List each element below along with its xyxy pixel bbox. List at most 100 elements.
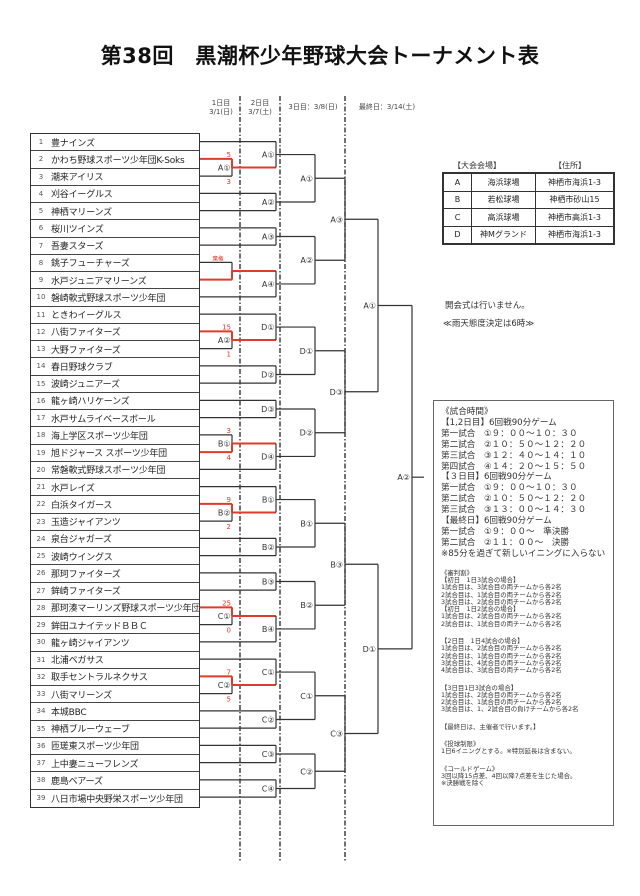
team-name: かわち野球スポーツ少年団K-Soks	[51, 155, 185, 166]
schedule-line: 第二試合 ②１１：００～ 決勝	[441, 537, 570, 548]
team-number: 32	[36, 672, 46, 681]
team-name: 水戸サムライベースボール	[51, 414, 156, 425]
team-number: 20	[36, 465, 46, 474]
day3-match-label: D③	[330, 388, 343, 397]
team-name: 白浜タイガース	[51, 500, 113, 511]
rule-line: 3試合目は、1、2試合目の負けチームから各2名	[441, 705, 579, 714]
day3-header: 3日目：3/8(日)	[288, 103, 338, 111]
day2-match-label: B②	[262, 543, 275, 552]
day3-match-label: B①	[300, 519, 313, 528]
rule-line: ※決勝戦を除く	[441, 779, 485, 788]
team-name: 刈谷イーグルス	[51, 190, 113, 201]
rule-line: 《審判割》	[441, 568, 473, 577]
day1-match-label: C①	[218, 612, 231, 621]
day1-header: 1日目 3/1(日)	[202, 99, 240, 117]
team-name: 神栖マリーンズ	[51, 207, 112, 218]
day3-match-label: A③	[330, 215, 343, 224]
schedule-line: 《試合時間》	[441, 407, 493, 417]
team-name: 大野ファイターズ	[51, 345, 121, 356]
day2-match-label: D③	[261, 405, 274, 414]
team-name: 鹿島ベアーズ	[51, 776, 103, 787]
team-number: 33	[36, 690, 46, 699]
day3-match-label: D①	[300, 347, 313, 356]
team-name: 波崎ジュニアーズ	[51, 380, 120, 391]
day3-match-label: A②	[300, 256, 313, 265]
schedule-line: 第一試合 ①９：００～１０：３０	[441, 483, 578, 494]
venue-header: 【大会会場】	[453, 161, 501, 170]
score: 4	[227, 454, 232, 462]
opening-ceremony-note: 開会式は行いません。	[445, 301, 530, 311]
day3-match-label: C②	[300, 767, 313, 776]
semifinal-label: D①	[363, 645, 376, 654]
semifinal-label: A①	[363, 302, 376, 311]
team-number: 7	[38, 241, 44, 250]
team-number: 39	[36, 794, 46, 803]
rule-block: 《コールドゲーム》3回以降15点差、4回以降7点差を生じた場合。※決勝戦を除く	[441, 765, 613, 788]
team-number: 16	[36, 396, 46, 405]
team-number: 2	[38, 155, 44, 164]
team-row: 2 かわち野球スポーツ少年団K-Soks	[31, 151, 199, 169]
page-title: 第38回 黒潮杯少年野球大会トーナメント表	[100, 44, 540, 68]
team-number: 14	[36, 362, 46, 371]
team-name: 匝瑳東スポーツ少年団	[51, 742, 139, 753]
address-header: 【住所】	[554, 161, 586, 170]
venue-address: 神栖市海浜1-3	[535, 172, 615, 192]
team-number: 28	[36, 603, 46, 612]
venue-code: B	[442, 190, 472, 209]
day2-match-label: A③	[262, 233, 275, 242]
rule-line: 1試合目は、2試合目の両チームから各2名	[441, 612, 562, 621]
rule-line: 1試合目は、2試合目の両チームから各2名	[441, 644, 562, 653]
team-row: 31 北浦ペガサス	[31, 652, 199, 669]
day2-match-label: A①	[262, 151, 275, 160]
team-name: 北浦ペガサス	[51, 656, 104, 667]
team-number: 35	[36, 724, 46, 733]
schedule-line: 第二試合 ②１０：５０～１２：２０	[441, 494, 587, 505]
schedule-line: 第一試合 ①９：００～ 準決勝	[441, 526, 570, 537]
team-name: ときわイーグルス	[51, 311, 122, 322]
team-name: 豊ナインズ	[51, 138, 95, 149]
rule-line: 2試合目は、1試合目の両チームから各2名	[441, 590, 562, 599]
schedule-line: 【1,2日目】6回戦90分ゲーム	[441, 417, 557, 428]
day2-match-label: C④	[262, 785, 275, 794]
team-name: 波崎ウイングス	[51, 552, 113, 563]
team-number: 31	[36, 655, 46, 664]
final-day-header: 最終日：3/14(土)	[358, 103, 416, 111]
team-row: 7 吾妻スターズ	[31, 238, 199, 255]
team-name: 磐崎軟式野球スポーツ少年団	[51, 293, 166, 304]
team-number: 19	[36, 448, 46, 457]
team-name: 吾妻スターズ	[51, 242, 104, 253]
team-number: 22	[36, 500, 46, 509]
team-name: 常磐軟式野球スポーツ少年団	[51, 466, 166, 477]
score: 15	[222, 323, 231, 331]
team-name: 本城BBC	[51, 707, 87, 718]
day2-date: 3/7(土)	[248, 108, 272, 116]
team-number: 21	[36, 483, 46, 492]
team-name: 泉台ジャガーズ	[51, 535, 112, 546]
team-number: 37	[36, 759, 46, 768]
day3-match-label: B③	[330, 560, 343, 569]
team-number: 1	[38, 138, 44, 147]
team-number: 36	[36, 741, 46, 750]
team-number: 13	[36, 345, 46, 354]
rule-line: 3試合目は、2試合目の両チームから各2名	[441, 597, 562, 606]
team-name: 八日市場中央野栄スポーツ少年団	[51, 794, 183, 805]
